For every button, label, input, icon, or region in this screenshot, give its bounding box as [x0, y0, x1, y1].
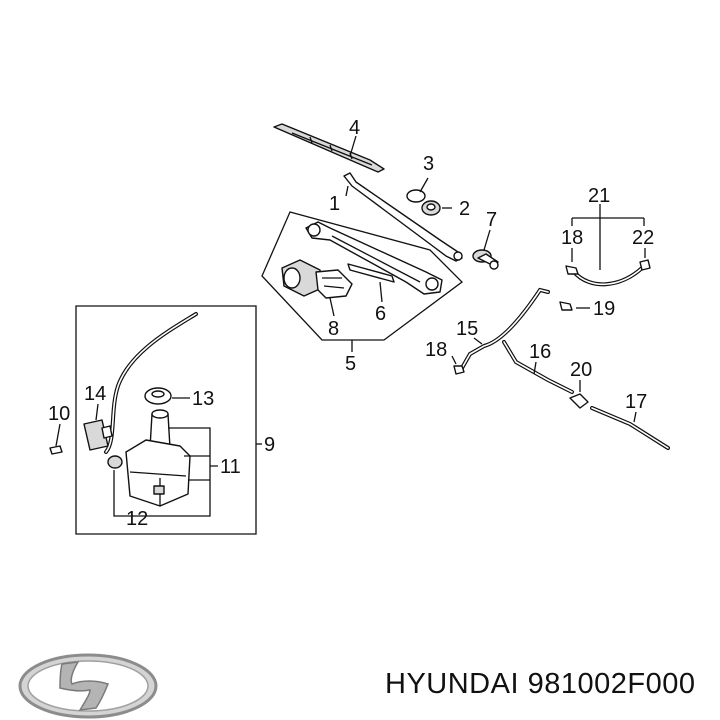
- callout-9: 9: [264, 434, 275, 456]
- washer-hose-16-part: [502, 340, 574, 394]
- callout-3: 3: [423, 153, 434, 175]
- nozzle-clip-18b-part: [453, 365, 465, 375]
- wiper-blade-part: [273, 123, 385, 173]
- washer-pump-part: [83, 419, 113, 451]
- reservoir-cap-part: [144, 387, 172, 405]
- wiper-motor-part: [281, 259, 353, 299]
- washer-hose-17-part: [590, 406, 670, 450]
- pump-grommet-part: [107, 455, 123, 469]
- leader-lines: [55, 135, 646, 517]
- callout-17: 17: [625, 391, 647, 413]
- callout-15: 15: [456, 318, 478, 340]
- callout-labels: 4 3 2 1 7 8 6 5 21 18 22 19 15 18 16 20 …: [48, 117, 654, 530]
- callout-18-left: 18: [425, 339, 447, 361]
- pivot-cap-part: [406, 189, 426, 203]
- callout-2: 2: [459, 198, 470, 220]
- callout-1: 1: [329, 193, 340, 215]
- pivot-nut-part: [421, 200, 441, 216]
- part-number: 981002F000: [527, 668, 696, 700]
- callout-10: 10: [48, 403, 70, 425]
- pump-fitting-part: [49, 445, 63, 455]
- linkage-assembly-outline: [261, 211, 463, 341]
- callout-14: 14: [84, 383, 106, 405]
- callout-12: 12: [126, 508, 148, 530]
- callout-8: 8: [328, 318, 339, 340]
- callout-7: 7: [486, 209, 497, 231]
- callout-6: 6: [375, 303, 386, 325]
- check-valve-19-part: [559, 301, 573, 311]
- wiper-arm-part: [343, 172, 463, 262]
- part-caption: HYUNDAI 981002F000: [385, 668, 695, 701]
- brand-name: HYUNDAI: [385, 668, 520, 700]
- nozzle-clip-18a-part: [565, 265, 579, 275]
- callout-22: 22: [632, 227, 654, 249]
- callout-16: 16: [529, 341, 551, 363]
- callout-21: 21: [588, 185, 610, 207]
- washer-reservoir-part: [125, 409, 191, 507]
- callout-5: 5: [345, 353, 356, 375]
- clip-22-part: [639, 259, 651, 271]
- callout-4: 4: [349, 117, 360, 139]
- callout-19: 19: [593, 298, 615, 320]
- callout-13: 13: [192, 388, 214, 410]
- joint-20-part: [569, 393, 589, 409]
- callout-18-top: 18: [561, 227, 583, 249]
- reservoir-assembly-outline: [75, 305, 257, 535]
- callout-11: 11: [220, 456, 241, 478]
- callout-20: 20: [570, 359, 592, 381]
- washer-hose-21-part: [572, 266, 644, 287]
- wiper-linkage-part: [305, 221, 443, 295]
- pivot-grommet-part: [472, 249, 499, 270]
- washer-hose-15-part: [460, 287, 550, 370]
- hyundai-logo-icon: [18, 653, 158, 719]
